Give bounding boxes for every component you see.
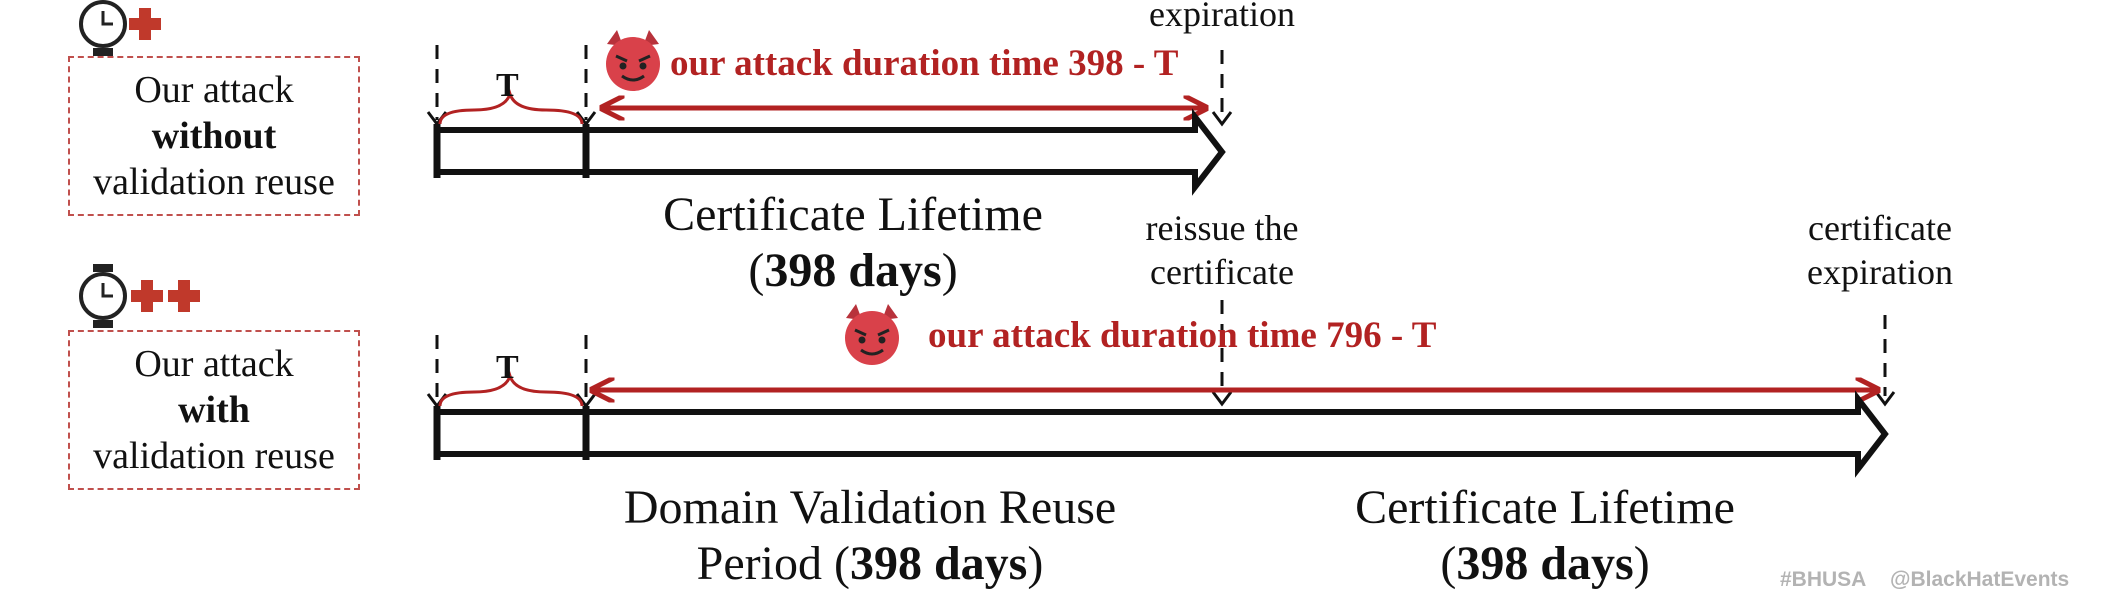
box-line: validation reuse: [93, 435, 335, 477]
reissue-label: reissue the certificate: [1112, 206, 1332, 294]
box-line: Our attack: [134, 69, 294, 111]
box-line: Our attack: [134, 343, 294, 385]
row2-timeline: [426, 300, 1896, 478]
attack-duration-label: our attack duration time 398 - T: [670, 43, 1179, 84]
reuse-days-line: Period (398 days): [696, 537, 1044, 590]
lifetime-days: 398 days: [764, 244, 942, 297]
hashtag-label: #BHUSA: [1780, 568, 1867, 591]
expiration-label: expiration: [1149, 0, 1295, 34]
lifetime-title: Certificate Lifetime: [663, 188, 1043, 241]
box-line: validation reuse: [93, 161, 335, 203]
scenario-box-without-reuse: Our attack without validation reuse: [68, 56, 360, 216]
scenario-box-with-reuse: Our attack with validation reuse: [68, 330, 360, 490]
expiration-line: expiration: [1807, 252, 1953, 292]
t-brace: [438, 370, 584, 407]
red-plus-icon: [168, 280, 200, 312]
attack-duration-label: our attack duration time 796 - T: [928, 315, 1437, 356]
box-line-emphasis: without: [151, 115, 277, 157]
t-label: T: [496, 349, 519, 386]
expiration-line: certificate: [1808, 208, 1952, 248]
certificate-lifetime-label: Certificate Lifetime (398 days): [563, 187, 1143, 299]
reissue-line: certificate: [1150, 252, 1294, 292]
red-plus-icon: [131, 280, 163, 312]
certificate-lifetime-bar: [434, 108, 1226, 196]
validation-reuse-and-lifetime-bar: [434, 390, 1889, 478]
devil-emoji-icon: [604, 28, 662, 93]
clock-icon: [79, 262, 127, 330]
validation-reuse-period-label: Domain Validation Reuse Period (398 days…: [570, 480, 1170, 592]
lifetime-days-line: (398 days): [1440, 537, 1650, 590]
devil-emoji-icon: [843, 302, 901, 367]
red-plus-icon: [129, 8, 161, 40]
lifetime-days-line: (398 days): [748, 244, 958, 297]
t-label: T: [496, 67, 519, 104]
row1-timeline: [426, 45, 1233, 196]
reuse-title: Domain Validation Reuse: [623, 481, 1117, 534]
certificate-lifetime-label: Certificate Lifetime (398 days): [1255, 480, 1835, 592]
handle-label: @BlackHatEvents: [1890, 568, 2070, 591]
expiration-label: certificate expiration: [1770, 206, 1990, 294]
reissue-line: reissue the: [1145, 208, 1299, 248]
lifetime-title: Certificate Lifetime: [1355, 481, 1735, 534]
box-line-emphasis: with: [178, 389, 250, 431]
t-brace: [438, 88, 584, 125]
clock-icon: [79, 0, 127, 58]
lifetime-days: 398 days: [1456, 537, 1634, 590]
reuse-days: 398 days: [849, 537, 1028, 590]
